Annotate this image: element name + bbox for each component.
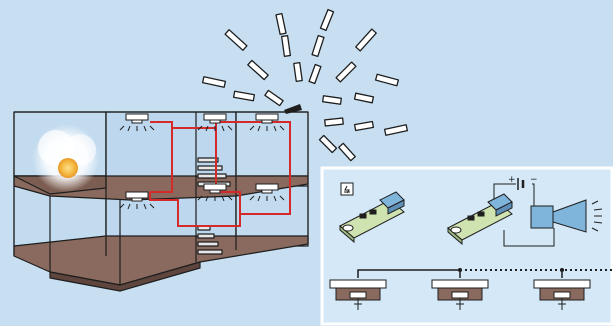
smoke-detector xyxy=(119,113,155,132)
detail-inset: + − xyxy=(320,166,613,326)
detector-chain xyxy=(329,268,612,310)
wire-middle xyxy=(215,128,268,215)
sound-ray xyxy=(338,142,356,162)
power-plus-sign: + xyxy=(508,175,516,185)
inset-panel xyxy=(320,166,613,326)
sound-ray xyxy=(374,73,400,87)
sound-ray xyxy=(232,90,256,102)
sound-ray xyxy=(318,134,338,154)
sound-ray xyxy=(324,117,344,127)
sound-ray xyxy=(280,35,292,57)
smoke-detector xyxy=(197,113,233,132)
sound-ray xyxy=(355,28,377,52)
fire-glow xyxy=(58,158,78,178)
smoke-cloud-2 xyxy=(38,130,74,166)
sound-ray xyxy=(293,62,303,82)
sound-ray xyxy=(353,92,375,104)
siren-horn xyxy=(530,199,587,233)
chain-link-solid xyxy=(357,269,461,278)
output-wire xyxy=(503,228,555,247)
smoke-detector xyxy=(197,183,233,202)
sound-ray xyxy=(264,89,284,107)
fire-sensor-icon xyxy=(340,182,354,196)
roof-siren xyxy=(284,104,302,114)
sound-ray xyxy=(275,12,287,36)
sound-ray xyxy=(335,61,357,83)
siren-sound-rays xyxy=(591,200,603,232)
power-minus-sign: − xyxy=(530,175,538,185)
sound-ray xyxy=(322,95,342,105)
chained-smoke-detector xyxy=(533,279,591,310)
power-wire-2 xyxy=(532,183,535,208)
alarm-circuit-board xyxy=(447,193,513,246)
alarm-sound-rays xyxy=(201,8,409,162)
ceiling-detectors xyxy=(119,113,285,210)
sound-ray xyxy=(319,8,335,32)
smoke-detector xyxy=(249,183,285,202)
detector-circuit-board xyxy=(339,191,405,244)
wire-lower xyxy=(149,192,241,227)
sound-ray xyxy=(308,63,322,85)
sound-ray xyxy=(311,34,325,58)
sound-ray xyxy=(201,76,227,88)
power-supply-circuit xyxy=(493,178,555,247)
chained-smoke-detector xyxy=(431,279,489,310)
sound-ray xyxy=(353,120,375,132)
smoke-detector xyxy=(249,113,285,132)
smoke-detector xyxy=(119,191,155,210)
wire-down-left xyxy=(150,128,173,193)
smoke-cloud-3 xyxy=(64,134,96,166)
power-wire xyxy=(493,183,516,204)
sound-ray xyxy=(224,29,248,51)
sound-ray xyxy=(247,59,269,81)
fire-with-smoke xyxy=(32,124,100,192)
chained-smoke-detector xyxy=(329,279,387,310)
ground-floor-slab xyxy=(13,235,309,286)
sound-ray xyxy=(383,124,409,136)
